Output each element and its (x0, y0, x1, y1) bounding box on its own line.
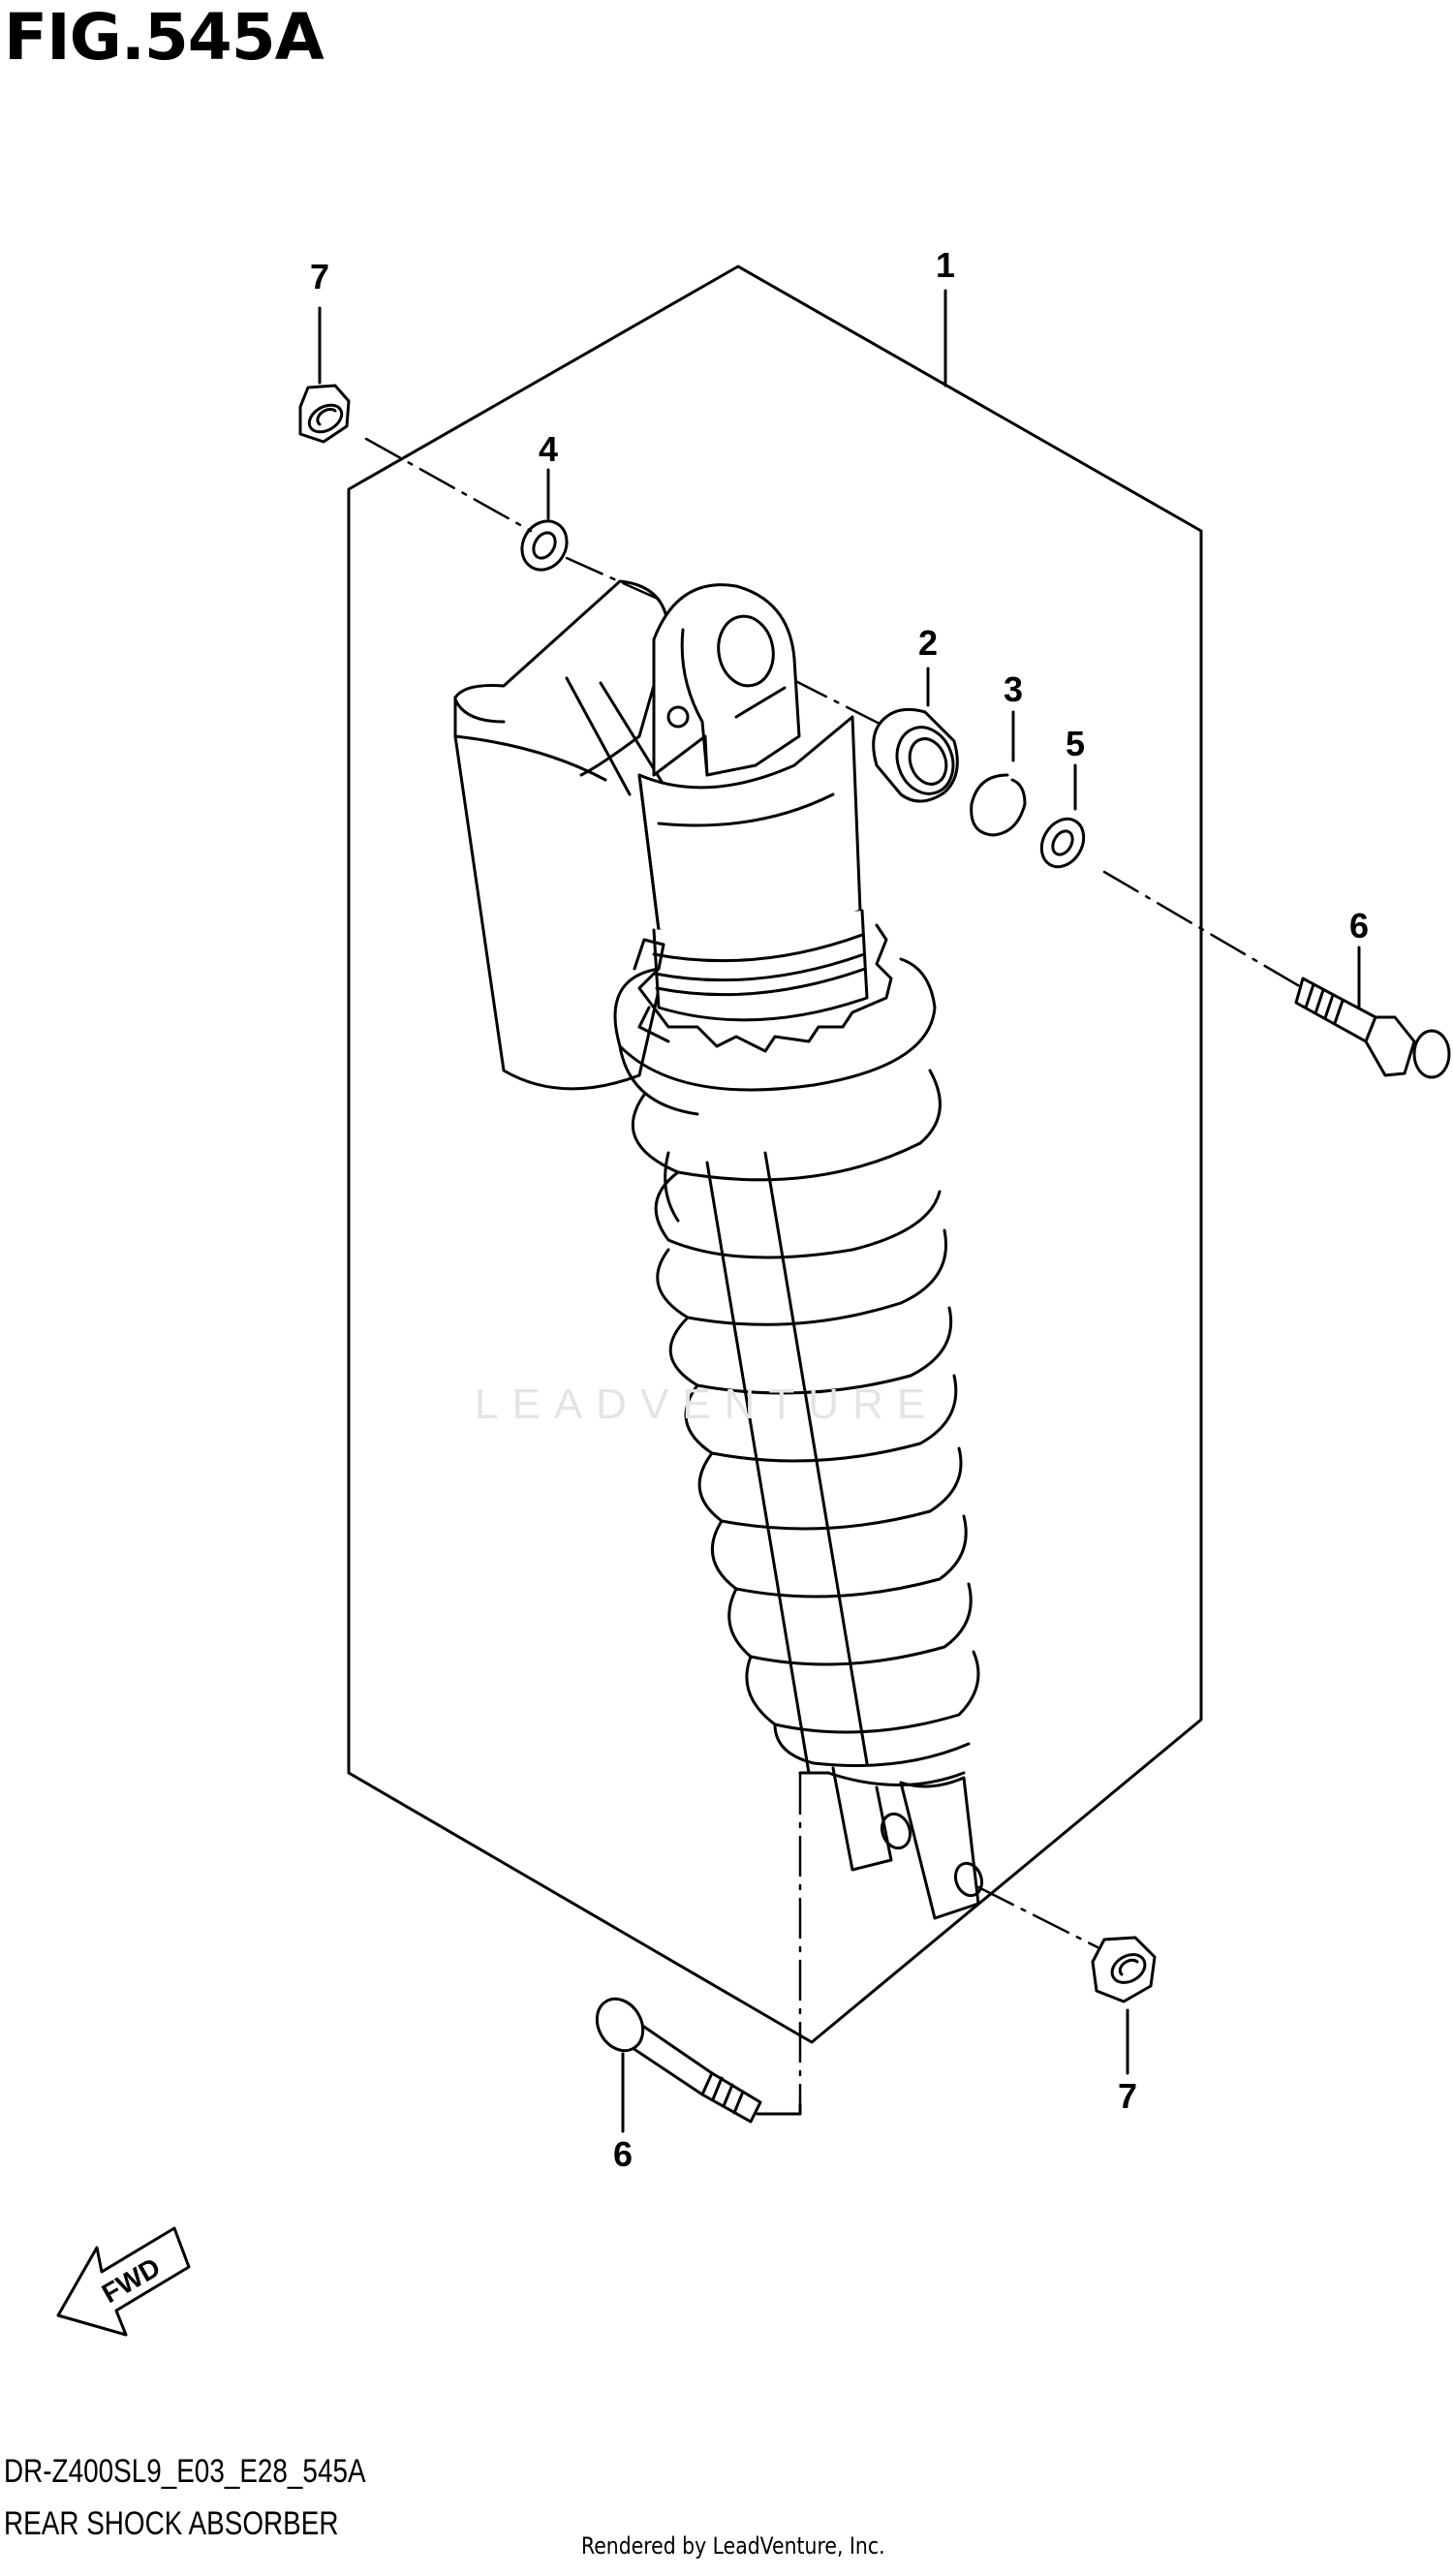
callout-6-right: 6 (1349, 906, 1369, 946)
leader-line-5 (1102, 870, 1305, 990)
lower-clevis (826, 1766, 984, 1920)
reservoir-body (453, 579, 670, 1091)
callout-6-bottom: 6 (613, 2134, 633, 2174)
figure-name: REAR SHOCK ABSORBER (4, 2505, 339, 2542)
flange-nut-top (298, 384, 351, 444)
flange-nut-bottom (1091, 1936, 1157, 2003)
damper-rod (705, 1151, 869, 1775)
bolt-right (1294, 977, 1451, 1079)
callout-5: 5 (1066, 724, 1085, 763)
callout-1: 1 (936, 245, 955, 285)
render-credit: Rendered by LeadVenture, Inc. (581, 2532, 885, 2560)
callout-4: 4 (539, 429, 558, 469)
bolt-bottom (595, 1997, 762, 2124)
assembly-frame (347, 264, 1203, 2044)
spring-collar (633, 909, 893, 1053)
fwd-direction-arrow (56, 2226, 191, 2337)
leader-line-4 (565, 556, 668, 605)
lower-guide-line (756, 2102, 802, 2116)
callout-2: 2 (918, 623, 938, 663)
upper-eyelet (652, 583, 801, 777)
coil-spring (613, 957, 980, 1767)
leader-line-7-bottom (976, 1885, 1099, 1949)
callout-3: 3 (1004, 669, 1023, 709)
callout-7-bottom: 7 (1118, 2076, 1137, 2116)
figure-title: FIG.545A (4, 0, 325, 75)
washer-5 (1039, 817, 1086, 869)
leader-line-7-top (364, 437, 533, 533)
snap-ring-3 (970, 773, 1027, 837)
washer-4 (520, 519, 569, 572)
bushing-2 (872, 707, 959, 803)
callout-7-top: 7 (310, 257, 329, 296)
figure-code: DR-Z400SL9_E03_E28_545A (4, 2453, 366, 2490)
watermark: LEADVENTURE (475, 1381, 940, 1428)
